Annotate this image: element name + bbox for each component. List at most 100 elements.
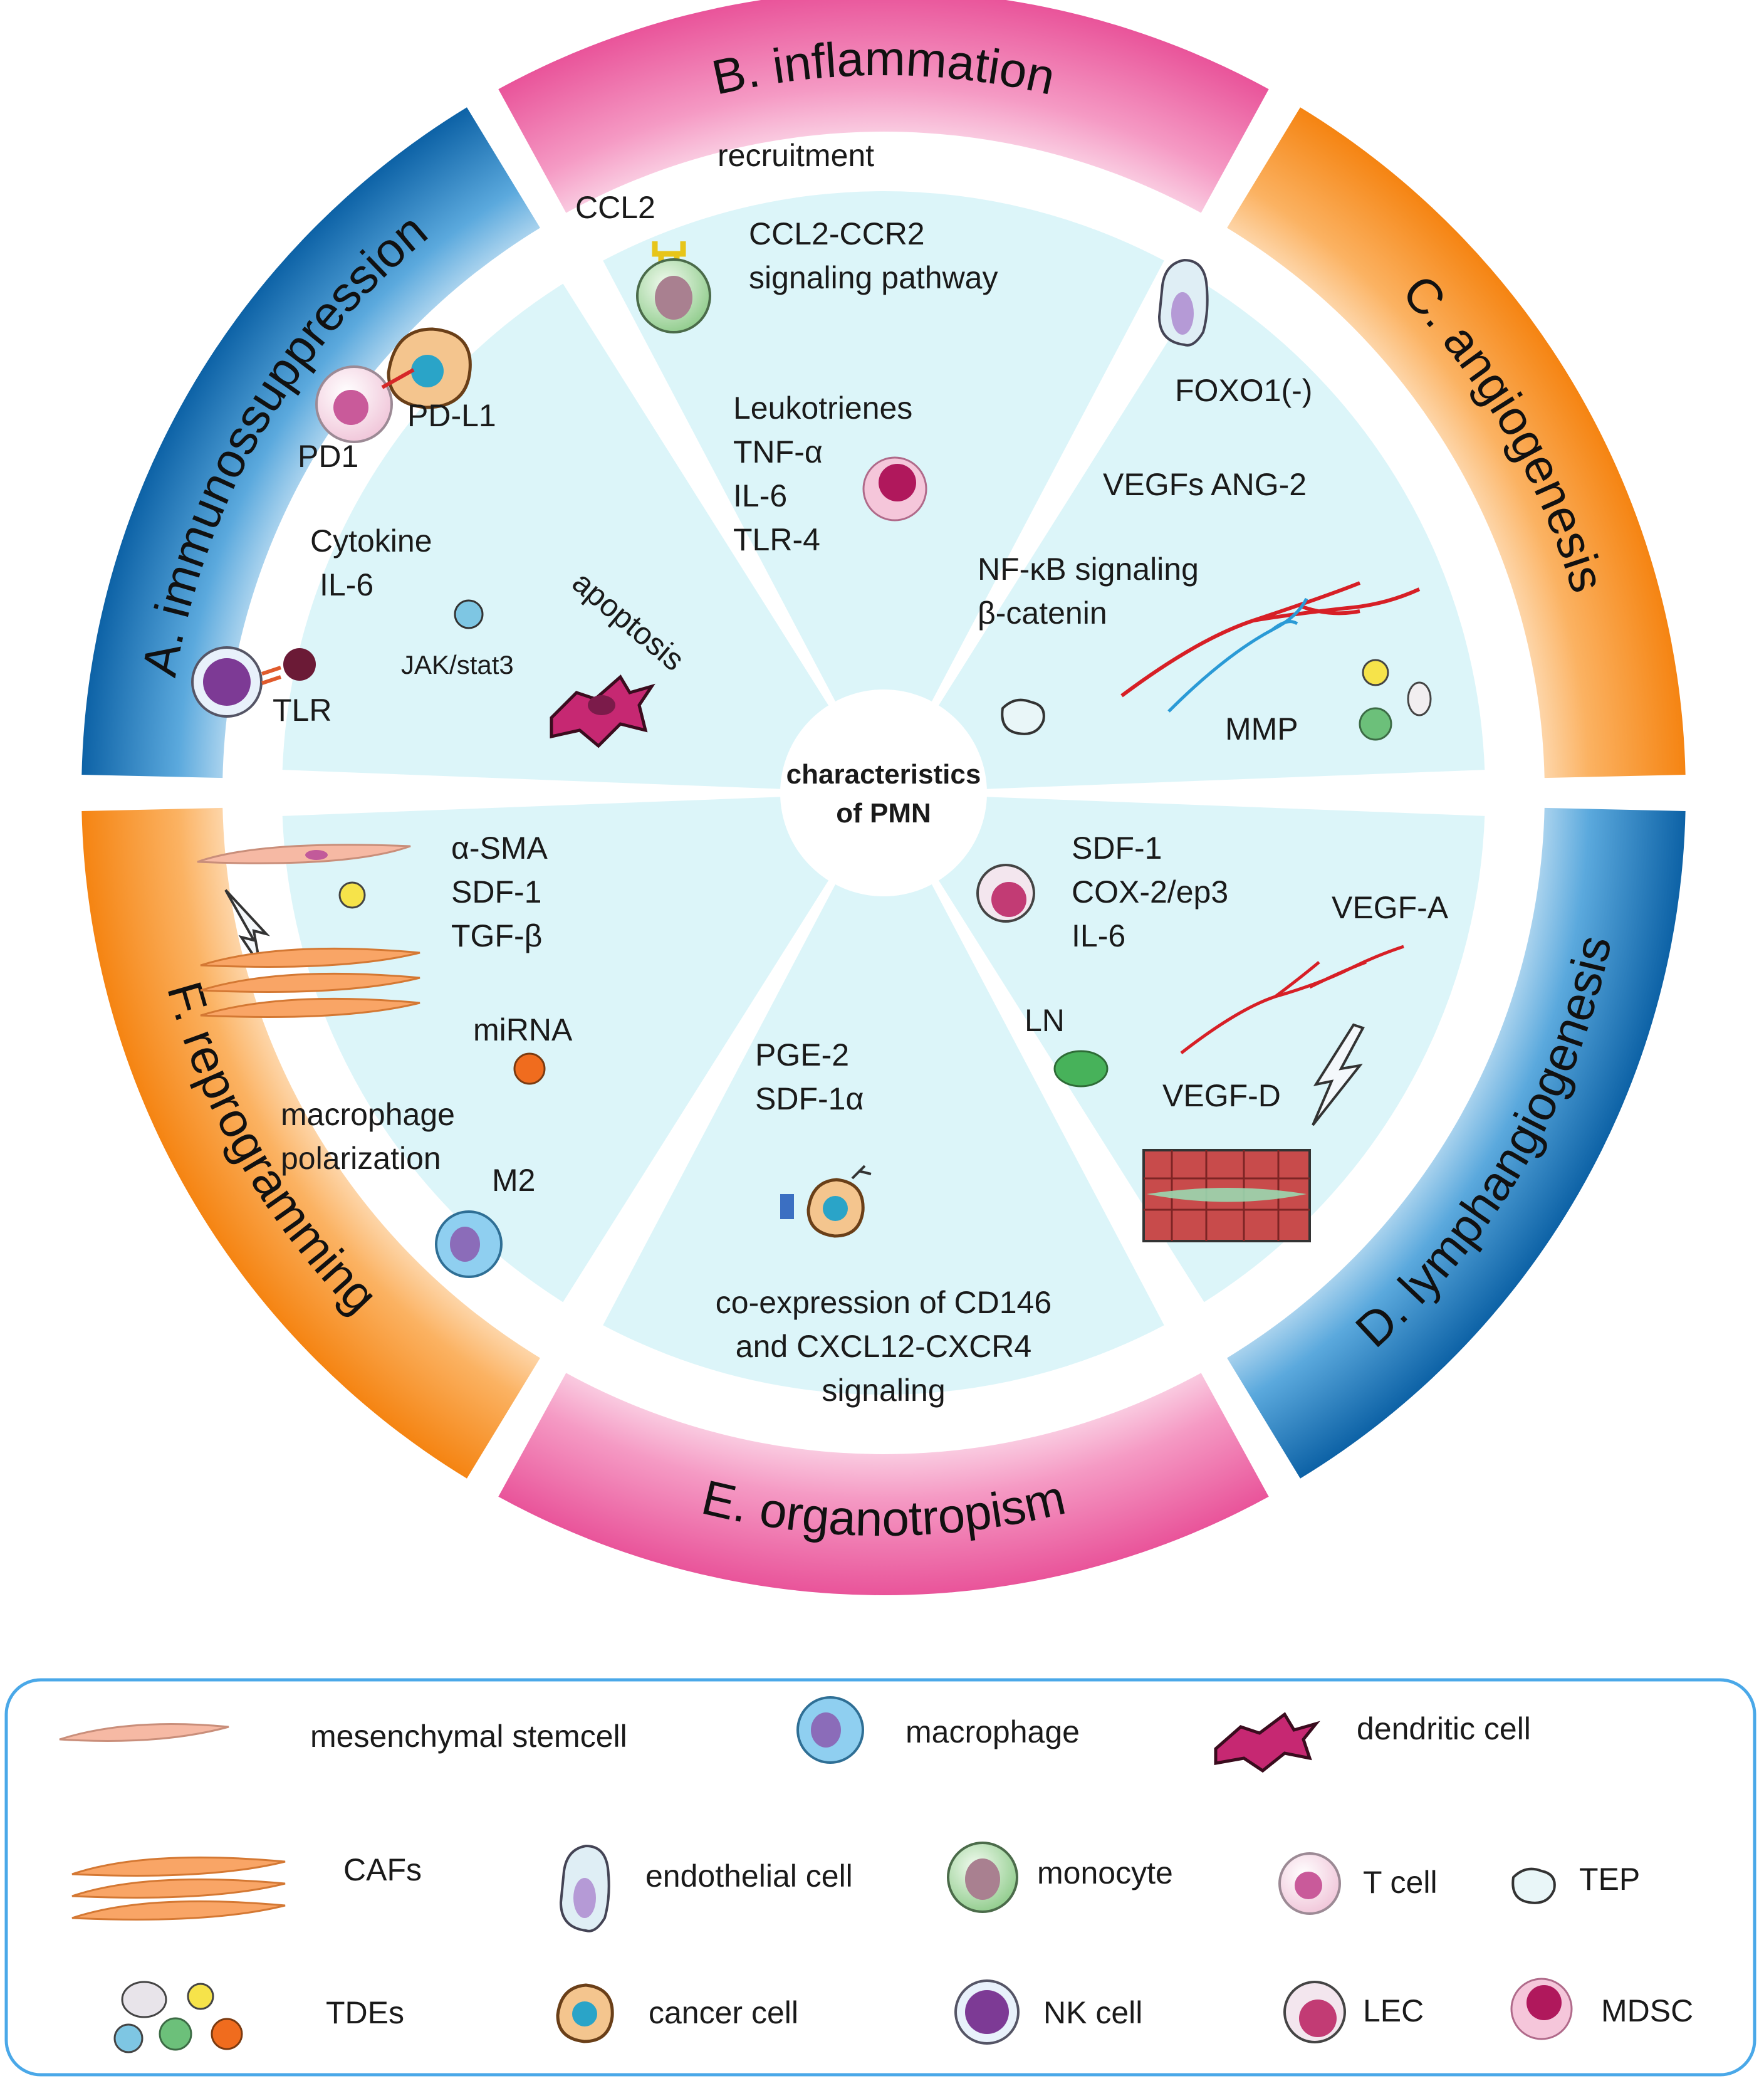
pd-l1-label: PD-L1 — [407, 398, 496, 433]
tlr4-label: TLR-4 — [733, 522, 820, 557]
tde-green-icon — [1359, 707, 1392, 741]
cox2-label: COX-2/ep3 — [1072, 874, 1228, 909]
pd-l1-binding-arrow — [381, 368, 415, 389]
recruitment-label: recruitment — [718, 138, 874, 173]
ccl2-ccr2-label: CCL2-CCR2 — [749, 216, 925, 251]
segment-d-panel — [884, 793, 1485, 1303]
legend-monocyte-icon — [947, 1842, 1018, 1913]
segment-d-ring — [1227, 807, 1686, 1479]
legend-endothelial-label: endothelial cell — [645, 1858, 853, 1894]
segment-a-panel — [282, 283, 884, 794]
dendritic-cell-icon — [550, 674, 655, 748]
segment-c-ring — [1227, 107, 1686, 778]
il6-label: IL-6 — [320, 567, 373, 602]
ln-label: LN — [1025, 1003, 1065, 1038]
jak-stat3-label: JAK/stat3 — [401, 650, 514, 679]
il6-inflammation-label: IL-6 — [733, 478, 787, 513]
pge2-label: PGE-2 — [755, 1037, 849, 1072]
tlr-label: TLR — [273, 693, 331, 728]
co-expression-label: co-expression of CD146 — [716, 1285, 1052, 1320]
legend-cafs-icon — [71, 1856, 286, 1921]
vegf-d-label: VEGF-D — [1162, 1078, 1281, 1113]
cytokine-label: Cytokine — [310, 523, 432, 558]
wheel-segments — [282, 191, 1485, 1395]
legend-lec-label: LEC — [1363, 1993, 1424, 2028]
legend-mdsc-icon — [1510, 1978, 1573, 2040]
segment-d-content: SDF-1 COX-2/ep3 IL-6 VEGF-A LN VEGF-D — [976, 831, 1449, 1242]
legend-tep-icon — [1511, 1867, 1556, 1904]
tde-yellow-icon — [1362, 659, 1389, 686]
center-label-line2: of PMN — [836, 798, 931, 829]
lec-icon — [976, 864, 1035, 923]
legend-mesenchymal-icon — [59, 1723, 229, 1742]
legend-endothelial-icon — [559, 1844, 610, 1932]
cancer-cell-cxcr4-icon — [780, 1165, 872, 1238]
segment-f-panel — [282, 793, 884, 1303]
tgf-beta-label: TGF-β — [451, 918, 542, 953]
mesenchymal-stem-cell-icon — [197, 844, 411, 864]
blood-vessel-icon — [1120, 581, 1421, 713]
lymphatic-tissue-icon — [1142, 1149, 1311, 1242]
legend-cancer-cell-icon — [556, 1983, 614, 2043]
segment-f-ring — [81, 807, 540, 1479]
legend-macrophage-label: macrophage — [905, 1714, 1080, 1749]
mdsc-icon — [862, 456, 927, 522]
m2-macrophage-icon — [435, 1210, 503, 1278]
legend-tdes-icon — [113, 1981, 243, 2053]
sdf1-label: SDF-1 — [1072, 831, 1162, 866]
segment-e-ring — [498, 1373, 1269, 1595]
legend-mdsc-label: MDSC — [1601, 1993, 1693, 2028]
tde-icon — [454, 599, 484, 629]
wheel-outer-ring — [81, 0, 1686, 1595]
lymph-node-icon — [1053, 1050, 1109, 1088]
legend-lec-icon — [1283, 1981, 1346, 2043]
leukotrienes-label: Leukotrienes — [733, 391, 912, 426]
cancer-cell-icon — [387, 327, 472, 409]
legend-cancer-cell-label: cancer cell — [649, 1995, 798, 2030]
signaling-label: signaling — [822, 1373, 945, 1408]
legend-tep-label: TEP — [1579, 1862, 1640, 1897]
legend: mesenchymal stemcell macrophage dendriti… — [59, 1696, 1693, 2053]
pd1-label: PD1 — [298, 439, 358, 474]
sdf1-f-label: SDF-1 — [451, 874, 541, 909]
mirna-icon — [513, 1052, 546, 1085]
legend-monocyte-label: monocyte — [1037, 1855, 1173, 1890]
tnf-alpha-label: TNF-α — [733, 434, 823, 469]
segment-a-content: PD-L1 PD1 Cytokine IL-6 apoptosis JAK/st… — [191, 327, 691, 748]
segment-b-content: recruitment CCL2 CCL2-CCR2 signaling pat… — [575, 138, 998, 557]
cxcl12-cxcr4-label: and CXCL12-CXCR4 — [736, 1329, 1031, 1364]
foxo1-label: FOXO1(-) — [1175, 373, 1312, 408]
segment-a-ring — [81, 107, 540, 778]
nk-cell-icon — [191, 646, 263, 718]
sdf1-alpha-label: SDF-1α — [755, 1081, 864, 1116]
legend-box — [4, 1678, 1756, 2077]
segment-b-ring — [498, 0, 1269, 213]
segment-c-panel — [884, 283, 1485, 794]
tlr-ligand-icon — [283, 648, 316, 681]
legend-nk-cell-label: NK cell — [1043, 1995, 1142, 2030]
il6-lymph-label: IL-6 — [1072, 918, 1125, 953]
legend-tdes-label: TDEs — [326, 1995, 404, 2030]
legend-t-cell-label: T cell — [1363, 1865, 1438, 1900]
mirna-label: miRNA — [473, 1012, 573, 1047]
legend-dendritic-icon — [1214, 1712, 1320, 1773]
polarization-label: polarization — [281, 1141, 441, 1176]
lymph-vessel-icon — [1180, 945, 1404, 1054]
pd1-t-cell-icon — [315, 365, 393, 443]
legend-t-cell-icon — [1278, 1852, 1341, 1915]
vegf-a-label: VEGF-A — [1332, 890, 1449, 925]
macrophage-label: macrophage — [281, 1097, 455, 1132]
alpha-sma-label: α-SMA — [451, 831, 548, 866]
monocyte-icon — [636, 241, 711, 333]
lightning-arrow-icon — [1312, 1023, 1365, 1126]
segment-c-content: FOXO1(-) VEGFs ANG-2 NF-κB signaling β-c… — [978, 258, 1432, 747]
legend-dendritic-label: dendritic cell — [1357, 1711, 1531, 1746]
legend-nk-cell-icon — [954, 1979, 1020, 2045]
legend-mesenchymal-label: mesenchymal stemcell — [310, 1719, 627, 1754]
endothelial-cell-icon — [1157, 258, 1209, 347]
tlr-receptor-icon — [261, 666, 281, 685]
tde-white-icon — [1407, 681, 1432, 716]
msc-nucleus — [305, 850, 328, 860]
ccl2-label: CCL2 — [575, 190, 655, 225]
